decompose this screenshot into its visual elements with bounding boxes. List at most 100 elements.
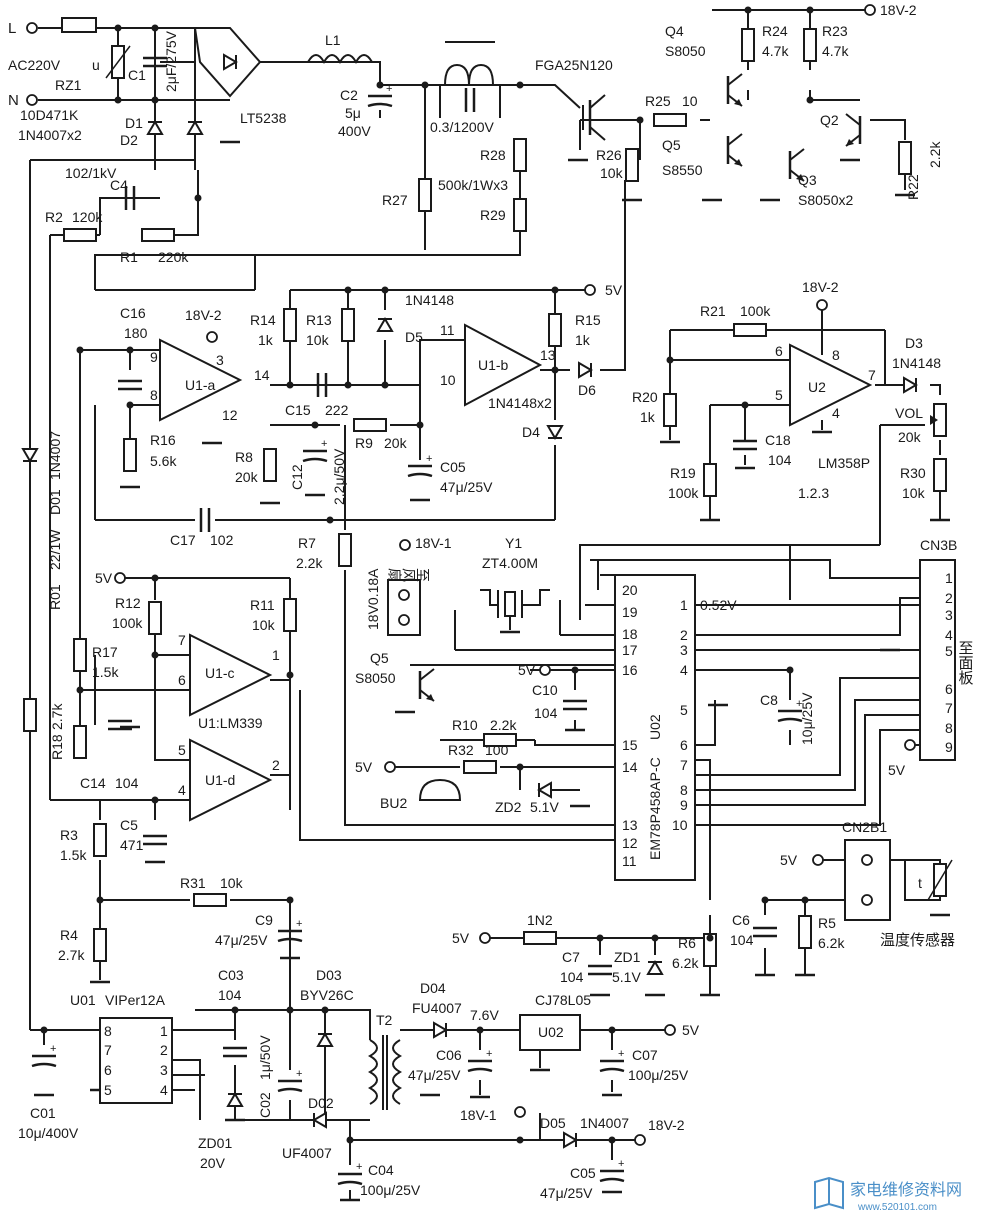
resistor-r24 [741,28,755,62]
components [22,4,956,1202]
label-zd1-value: 5.1V [612,969,641,985]
label-r17-value: 1.5k [92,664,119,680]
label-r22-value: 2.2k [927,141,943,168]
label-u1b: U1-b [478,357,509,373]
diode-d01 [22,448,38,462]
capacitor-c5 [141,834,169,846]
label-c17-value: 102 [210,532,234,548]
label-r20-value: 1k [640,409,656,425]
label-q5-part: S8550 [662,162,703,178]
bridge-diode [223,54,237,70]
label-18v2-b: 18V-2 [802,279,839,295]
label-r22: R22 [905,174,921,200]
cn3b-pin: 3 [945,607,953,623]
label-r30: R30 [900,465,926,481]
label-r19-value: 100k [668,485,699,501]
potentiometer-vol [930,403,947,437]
label-c02-value: 1μ/50V [257,1035,273,1080]
watermark-url: www.520101.com [857,1202,937,1213]
label-c1-value: 2μF/275V [163,30,179,92]
label-c01: C01 [30,1105,56,1121]
label-c7: C7 [562,949,580,965]
label-r27: R27 [382,192,408,208]
viper-pin: 1 [160,1023,168,1039]
cn3b-pin: 7 [945,700,953,716]
label-r28: R28 [480,147,506,163]
label-5v-mcu: 5V [518,662,536,678]
label-c05: C05 [440,459,466,475]
mcu-pin: 2 [680,627,688,643]
resistor-r1 [141,228,175,242]
label-zd2-value: 5.1V [530,799,559,815]
label-rail-18v2-top: 18V-2 [880,2,917,18]
label-d2: D2 [120,132,138,148]
watermark: 家电维修资料网 www.520101.com [814,1176,962,1213]
label-vol-value: 20k [898,429,922,445]
label-c4: C4 [110,177,128,193]
label-reg: CJ78L05 [535,992,591,1008]
diode-d5 [377,318,393,332]
resistor-r3 [93,823,107,857]
viper-pins: 8 7 6 5 1 2 3 4 [104,1023,168,1098]
label-r24: R24 [762,23,788,39]
label-c14-value: 104 [115,775,139,791]
mcu-pins-right: 1 2 3 4 5 6 7 8 9 10 [672,597,688,833]
label-r3-value: 1.5k [60,847,87,863]
label-c16: C16 [120,305,146,321]
label-zd1: ZD1 [614,949,641,965]
mcu-pin: 3 [680,642,688,658]
cn3b-pin: 4 [945,627,953,643]
label-q5: Q5 [662,137,681,153]
diode-d03 [317,1033,333,1047]
label-c18-value: 104 [768,452,792,468]
label-5v-sensor: 5V [780,852,798,868]
label-bridge: LT5238 [240,110,287,126]
label-q3-part: S8050x2 [798,192,853,208]
mcu-pin: 11 [622,853,637,869]
label-c10-value: 104 [534,705,558,721]
resistor-r15 [548,313,562,347]
connector-cn2b1 [844,839,891,921]
resistor-r27 [418,178,432,212]
label-reg-ref: U02 [538,1024,564,1040]
label-c4-value: 102/1kV [65,165,117,181]
label-u1a-p14: 14 [254,367,270,383]
label-y1-part: ZT4.00M [482,555,538,571]
label-zd2: ZD2 [495,799,522,815]
label-c2-v1: 5μ [345,105,361,121]
label-u1a-p8: 8 [150,387,158,403]
watermark-brand: 家电维修资料网 [850,1181,962,1199]
label-u1d-p2: 2 [272,757,280,773]
label-r25-value: 10 [682,93,698,109]
mcu-pin: 17 [622,642,638,658]
mcu-pin: 12 [622,835,638,851]
cn3b-pins: 1 2 3 4 5 6 7 8 9 [945,570,953,755]
label-c12-value: 2.2μ/50V [331,448,347,505]
label-u2-p8: 8 [832,347,840,363]
label-vol: VOL [895,405,923,421]
opamp-u2 [789,343,873,427]
label-d5-part: 1N4148 [405,292,454,308]
label-r5-value: 6.2k [818,935,845,951]
mcu-pin: 6 [680,737,688,753]
capacitor-c7 [586,964,614,976]
label-u1d-p4: 4 [178,782,186,798]
label-c5-value: 471 [120,837,144,853]
resistor-r20 [663,393,677,427]
diode-d3 [903,377,917,393]
label-rz1: RZ1 [55,77,82,93]
capacitor-c6 [751,926,779,938]
capacitor-c02 [276,1066,304,1093]
mcu-pins-left: 20 19 18 17 16 15 14 13 12 11 [622,582,638,869]
label-d4: D4 [522,424,540,440]
label-r13: R13 [306,312,332,328]
resistor-r22 [898,141,912,175]
label-c2-v2: 400V [338,123,371,139]
label-c9-value: 47μ/25V [215,932,268,948]
mcu-pin: 18 [622,626,638,642]
label-18v2: 18V-2 [648,1117,685,1133]
label-r25: R25 [645,93,671,109]
label-igbt: FGA25N120 [535,57,613,73]
label-u1b-p10: 10 [440,372,456,388]
